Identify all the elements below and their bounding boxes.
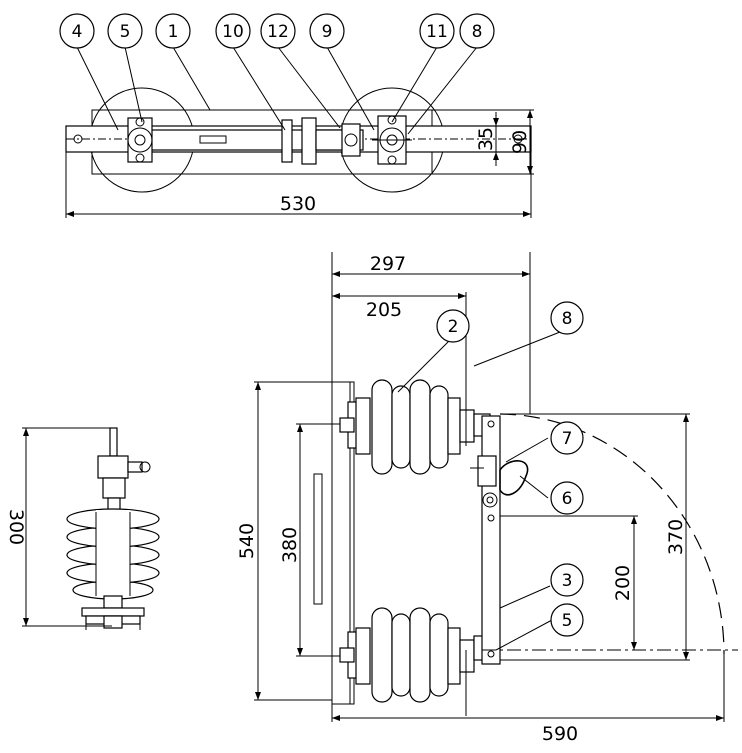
dim-200: 200 bbox=[612, 565, 634, 601]
pull-ring bbox=[499, 460, 529, 496]
callout-5: 5 bbox=[107, 13, 143, 49]
svg-text:10: 10 bbox=[222, 22, 244, 42]
dim-90: 90 bbox=[509, 130, 531, 154]
dim-380: 380 bbox=[279, 527, 301, 563]
callout-8-front: 8 bbox=[550, 301, 584, 335]
dim-530: 530 bbox=[280, 193, 316, 215]
callout-9: 9 bbox=[309, 13, 345, 49]
top-view: 530 35 90 4 5 1 bbox=[59, 13, 534, 218]
hinge-part-10 bbox=[281, 119, 293, 163]
swing-arc bbox=[499, 413, 725, 655]
dim-205: 205 bbox=[366, 299, 402, 321]
dim-370: 370 bbox=[665, 519, 687, 555]
dim-590: 590 bbox=[542, 723, 578, 745]
svg-text:9: 9 bbox=[322, 22, 333, 42]
callout-1: 1 bbox=[155, 13, 191, 49]
callout-10: 10 bbox=[215, 13, 251, 49]
callout-5-front: 5 bbox=[550, 603, 584, 637]
svg-text:7: 7 bbox=[562, 429, 573, 449]
dim-35: 35 bbox=[475, 127, 497, 151]
hinge-part-12 bbox=[301, 117, 317, 165]
svg-text:6: 6 bbox=[562, 489, 573, 509]
blade-vertical bbox=[481, 415, 501, 665]
dim-540: 540 bbox=[236, 523, 258, 559]
blade-slot bbox=[199, 135, 227, 144]
upper-insulator bbox=[339, 368, 491, 475]
svg-text:4: 4 bbox=[72, 22, 83, 42]
left-contact bbox=[127, 117, 153, 163]
callout-3: 3 bbox=[550, 563, 584, 597]
front-view: 297 205 540 380 370 200 bbox=[236, 252, 738, 745]
svg-text:5: 5 bbox=[120, 22, 131, 42]
mounting-slot bbox=[313, 473, 323, 605]
side-view: 300 bbox=[5, 427, 160, 630]
callout-8-top: 8 bbox=[459, 13, 495, 49]
dim-297: 297 bbox=[370, 253, 406, 275]
svg-text:3: 3 bbox=[562, 571, 573, 591]
svg-text:1: 1 bbox=[168, 22, 179, 42]
svg-text:8: 8 bbox=[562, 309, 573, 329]
callout-7: 7 bbox=[550, 421, 584, 455]
svg-text:12: 12 bbox=[267, 22, 289, 42]
lower-insulator bbox=[339, 607, 491, 716]
callout-6: 6 bbox=[550, 481, 584, 515]
callout-2: 2 bbox=[436, 309, 470, 343]
dim-300: 300 bbox=[5, 509, 27, 545]
callout-11: 11 bbox=[419, 13, 455, 49]
callout-4: 4 bbox=[59, 13, 95, 49]
svg-text:2: 2 bbox=[448, 317, 459, 337]
svg-text:5: 5 bbox=[562, 611, 573, 631]
side-insulator bbox=[66, 508, 160, 600]
svg-text:8: 8 bbox=[472, 22, 483, 42]
callout-12: 12 bbox=[260, 13, 296, 49]
svg-text:11: 11 bbox=[426, 22, 448, 42]
